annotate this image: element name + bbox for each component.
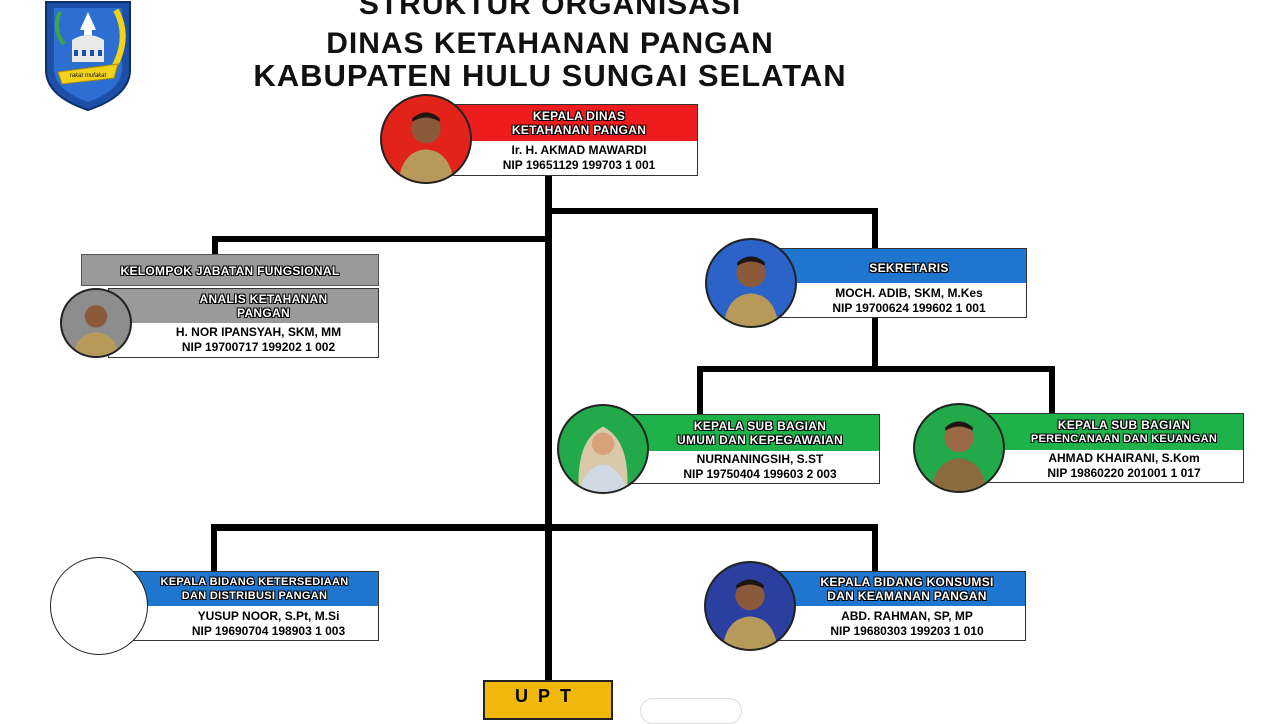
subbag-umum-title-line-2: UMUM DAN KEPEGAWAIAN <box>676 433 843 447</box>
bidang-konsumsi-title-line-1: KEPALA BIDANG KONSUMSI <box>820 575 994 589</box>
fungsional-group-header: KELOMPOK JABATAN FUNGSIONAL <box>81 254 379 286</box>
page-title-line-2: DINAS KETAHANAN PANGAN <box>326 27 774 60</box>
page-title-line-3: KABUPATEN HULU SUNGAI SELATAN <box>253 58 847 93</box>
upt-box: UPT <box>483 680 613 720</box>
logo-ribbon-text: rakat mufakat <box>70 73 107 79</box>
fungsional-group-title: KELOMPOK JABATAN FUNGSIONAL <box>120 264 340 278</box>
subbag-perencanaan-title-line-2: PERENCANAAN DAN KEUANGAN <box>1030 433 1218 445</box>
connector-to-fungsional-h <box>212 236 548 242</box>
subbag-umum-title-line-1: KEPALA SUB BAGIAN <box>693 419 827 433</box>
kepala-dinas-name: Ir. H. AKMAD MAWARDI <box>511 143 647 157</box>
subbag-perencanaan-title-line-1: KEPALA SUB BAGIAN <box>1057 418 1191 432</box>
fungsional-avatar <box>60 288 132 358</box>
fungsional-card: ANALIS KETAHANAN PANGAN H. NOR IPANSYAH,… <box>108 288 379 358</box>
connector-subbag-h <box>697 366 1055 372</box>
overlay-pill-control[interactable] <box>640 698 742 724</box>
bidang-konsumsi-name: ABD. RAHMAN, SP, MP <box>841 609 973 623</box>
connector-bidang-h <box>211 524 878 531</box>
connector-to-fungsional-v <box>212 236 218 254</box>
subbag-perencanaan-name: AHMAD KHAIRANI, S.Kom <box>1048 451 1200 465</box>
subbag-perencanaan-card: KEPALA SUB BAGIAN PERENCANAAN DAN KEUANG… <box>962 413 1244 483</box>
connector-sekretaris-down <box>872 318 878 370</box>
subbag-umum-name: NURNANINGSIH, S.ST <box>696 452 824 466</box>
bidang-ketersediaan-avatar-placeholder <box>50 557 148 655</box>
bidang-ketersediaan-card: KEPALA BIDANG KETERSEDIAAN DAN DISTRIBUS… <box>130 571 379 641</box>
regency-emblem-logo: rakat mufakat <box>45 1 131 112</box>
bidang-konsumsi-nip: NIP 19680303 199203 1 010 <box>830 624 984 638</box>
connector-subbag-umum-v <box>697 366 703 416</box>
kepala-dinas-avatar <box>380 94 472 184</box>
fungsional-nip: NIP 19700717 199202 1 002 <box>181 340 336 354</box>
sekretaris-nip: NIP 19700624 199602 1 001 <box>832 301 986 315</box>
kepala-dinas-title-line-2: KETAHANAN PANGAN <box>511 123 647 137</box>
connector-to-sekretaris-h <box>548 208 878 214</box>
bidang-ketersediaan-title-line-2: DAN DISTRIBUSI PANGAN <box>181 590 328 602</box>
bidang-konsumsi-avatar <box>704 561 796 651</box>
sekretaris-name: MOCH. ADIB, SKM, M.Kes <box>835 286 983 300</box>
connector-main-trunk <box>545 175 552 685</box>
subbag-umum-avatar <box>557 404 649 494</box>
connector-bidang-konsumsi-v <box>872 524 878 572</box>
fungsional-name: H. NOR IPANSYAH, SKM, MM <box>175 325 342 339</box>
sekretaris-avatar <box>705 238 797 328</box>
bidang-konsumsi-title-line-2: DAN KEAMANAN PANGAN <box>827 589 987 603</box>
subbag-perencanaan-avatar <box>913 403 1005 493</box>
fungsional-title-line-2: PANGAN <box>237 306 290 320</box>
kepala-dinas-title-line-1: KEPALA DINAS <box>532 109 626 123</box>
kepala-dinas-nip: NIP 19651129 199703 1 001 <box>502 158 656 172</box>
bidang-ketersediaan-nip: NIP 19690704 198903 1 003 <box>191 624 346 638</box>
page-title-line-1: STRUKTUR ORGANISASI <box>358 0 742 21</box>
subbag-umum-nip: NIP 19750404 199603 2 003 <box>683 467 837 481</box>
bidang-ketersediaan-name: YUSUP NOOR, S.Pt, M.Si <box>197 609 340 623</box>
connector-to-sekretaris-v <box>872 208 878 250</box>
fungsional-title-line-1: ANALIS KETAHANAN <box>199 292 328 306</box>
connector-subbag-perencanaan-v <box>1049 366 1055 416</box>
bidang-ketersediaan-title-line-1: KEPALA BIDANG KETERSEDIAAN <box>160 576 349 588</box>
connector-bidang-ketersediaan-v <box>211 524 217 572</box>
subbag-perencanaan-nip: NIP 19860220 201001 1 017 <box>1047 466 1201 480</box>
